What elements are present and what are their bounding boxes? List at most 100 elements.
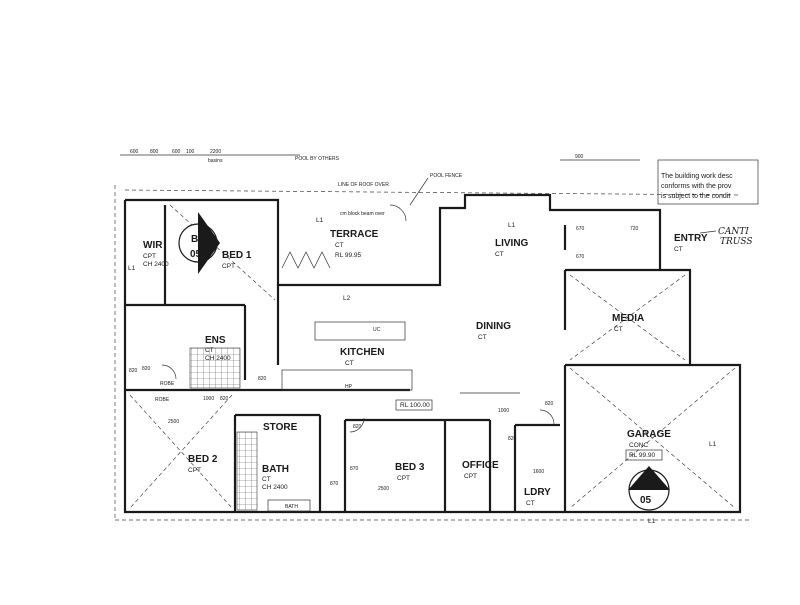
room-store: STORE <box>263 422 298 433</box>
svg-text:CT: CT <box>526 500 535 507</box>
door-swing-ens <box>161 364 177 380</box>
roof-line-note: LINE OF ROOF OVER <box>338 182 389 188</box>
svg-text:CPT: CPT <box>222 263 235 270</box>
pool-fence-note: POOL FENCE <box>430 173 463 179</box>
room-dining: DINING <box>476 321 511 332</box>
svg-text:820: 820 <box>508 436 517 442</box>
dim-5: 2200 <box>210 149 221 155</box>
interior-walls <box>125 205 690 512</box>
svg-text:1000: 1000 <box>498 408 509 414</box>
level-main: RL 100.00 <box>400 402 430 409</box>
svg-text:870: 870 <box>350 466 359 472</box>
room-living: LIVING <box>495 238 529 249</box>
svg-text:2500: 2500 <box>168 419 179 425</box>
dim-6: 900 <box>575 154 584 160</box>
room-ens: ENS <box>205 335 226 346</box>
section-b-number: 05 <box>190 249 202 260</box>
tag-l1-wir: L1 <box>128 265 136 272</box>
svg-text:CT: CT <box>345 360 354 367</box>
section-b-letter: B <box>191 234 198 245</box>
beam-note: cm block beam over <box>340 211 385 217</box>
svg-text:820: 820 <box>129 368 138 374</box>
door-swing-terrace <box>389 204 407 222</box>
room-terrace: TERRACE <box>330 229 379 240</box>
tag-l1-bottom: L1 <box>648 518 656 525</box>
svg-text:CPT: CPT <box>143 253 156 260</box>
hp-label: HP <box>345 384 353 390</box>
dim-3: 600 <box>172 149 181 155</box>
section-marker-a: A 05 <box>628 466 670 511</box>
dim-1: 600 <box>130 149 139 155</box>
tag-l1-garage: L1 <box>709 441 717 448</box>
svg-text:820: 820 <box>220 396 229 402</box>
svg-text:1000: 1000 <box>203 396 214 402</box>
svg-text:CT: CT <box>205 347 214 354</box>
section-a-letter: A <box>642 480 649 491</box>
tag-l1-terrace: L1 <box>316 217 324 224</box>
room-wir: WIR <box>143 240 163 251</box>
section-a-number: 05 <box>640 495 652 506</box>
room-office: OFFICE <box>462 460 499 471</box>
dim-4: 100 <box>186 149 195 155</box>
svg-text:CT: CT <box>335 242 344 249</box>
svg-text:CT: CT <box>495 251 504 258</box>
svg-text:CPT: CPT <box>397 475 410 482</box>
robe-label-2: ROBE <box>160 381 175 387</box>
section-marker-b: B 05 <box>178 212 220 274</box>
svg-text:2500: 2500 <box>378 486 389 492</box>
door-swing-bed3 <box>349 417 365 433</box>
svg-text:870: 870 <box>330 481 339 487</box>
svg-text:670: 670 <box>576 226 585 232</box>
basins-note: basins <box>208 158 223 164</box>
uc-label: UC <box>373 327 381 333</box>
svg-text:820: 820 <box>545 401 554 407</box>
svg-text:820: 820 <box>353 424 362 430</box>
svg-text:RL 99.90: RL 99.90 <box>629 452 656 459</box>
ensuite-tiles <box>189 347 241 389</box>
bath-tiles <box>236 431 258 511</box>
svg-text:CH 2400: CH 2400 <box>205 355 231 362</box>
svg-text:RL 99.95: RL 99.95 <box>335 252 362 259</box>
building-note-box: The building work desc conforms with the… <box>657 159 759 205</box>
svg-text:820: 820 <box>258 376 267 382</box>
svg-text:CONC: CONC <box>629 442 648 449</box>
svg-text:CT: CT <box>478 334 487 341</box>
kitchen-island <box>314 321 406 341</box>
handwritten-note-2: TRUSS <box>720 237 753 247</box>
room-media: MEDIA <box>612 313 644 324</box>
svg-text:820: 820 <box>142 366 151 372</box>
room-bed3: BED 3 <box>395 462 425 473</box>
note-line-1: The building work desc <box>661 173 733 180</box>
note-line-2: conforms with the prov <box>661 183 732 190</box>
room-bath: BATH <box>262 464 289 475</box>
door-swing-ldry <box>539 409 555 425</box>
svg-text:CPT: CPT <box>464 473 477 480</box>
room-entry: ENTRY <box>674 233 708 244</box>
top-dimension-notes: 600 800 600 100 2200 basins 900 POOL BY … <box>120 149 741 206</box>
bath-tub-label: BATH <box>285 504 298 510</box>
svg-text:720: 720 <box>630 226 639 232</box>
kitchen-bench <box>281 369 413 391</box>
exterior-walls <box>114 185 750 521</box>
room-garage: GARAGE <box>627 429 671 440</box>
svg-text:CT: CT <box>262 476 271 483</box>
robe-label-1: ROBE <box>155 397 170 403</box>
tag-l1-living: L1 <box>508 222 516 229</box>
pool-note: POOL BY OTHERS <box>295 156 340 162</box>
svg-text:CT: CT <box>614 326 623 333</box>
bifold-door <box>281 251 331 269</box>
room-bed1: BED 1 <box>222 250 252 261</box>
svg-text:CPT: CPT <box>188 467 201 474</box>
svg-text:670: 670 <box>576 254 585 260</box>
svg-text:CT: CT <box>674 246 683 253</box>
room-bed2: BED 2 <box>188 454 218 465</box>
dim-2: 800 <box>150 149 159 155</box>
handwritten-note-1: CANTI <box>718 227 749 237</box>
tag-l2: L2 <box>343 295 351 302</box>
room-kitchen: KITCHEN <box>340 347 384 358</box>
room-ldry: LDRY <box>524 487 551 498</box>
note-line-3: is subject to the condit <box>661 193 730 200</box>
svg-text:1600: 1600 <box>533 469 544 475</box>
